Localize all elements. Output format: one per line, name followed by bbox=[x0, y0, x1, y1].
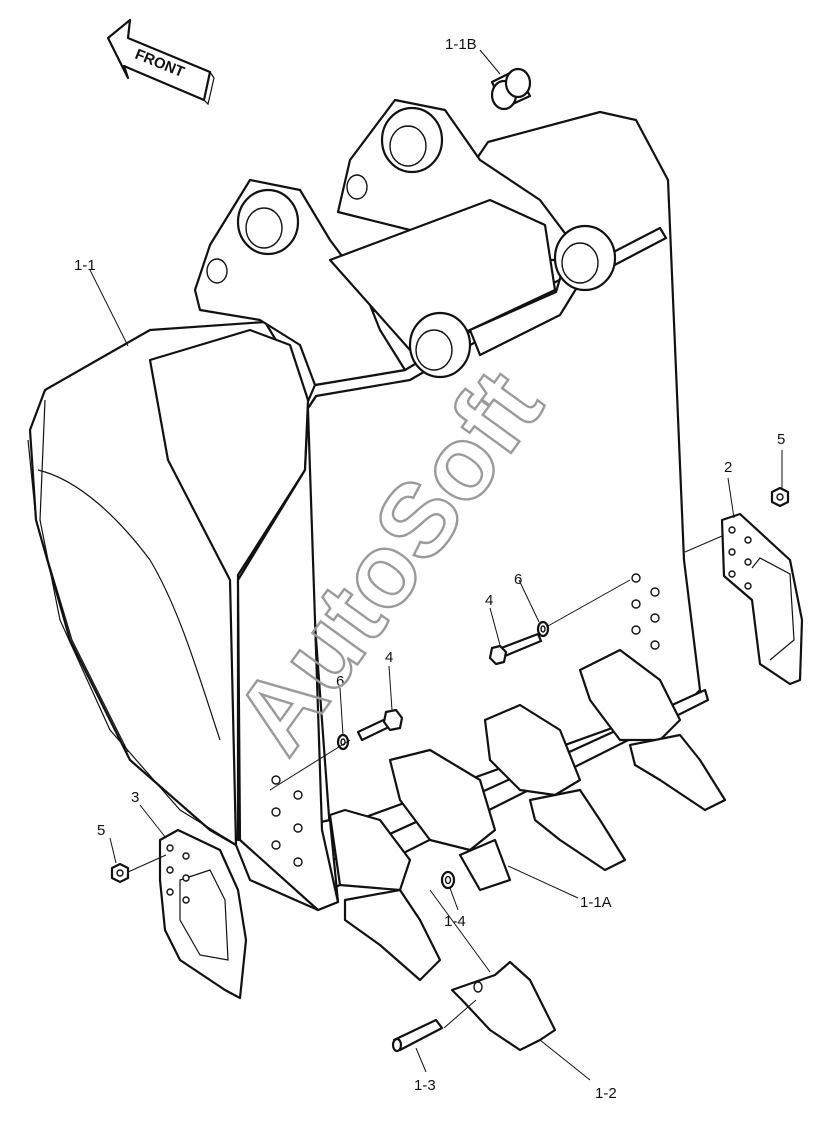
bucket-side-edge-strip bbox=[236, 408, 340, 912]
callout-1-1: 1-1 bbox=[74, 257, 96, 274]
bucket-body bbox=[27, 98, 710, 912]
tooth-tip-4 bbox=[628, 733, 727, 812]
callout-6-right: 6 bbox=[514, 571, 522, 588]
washer-6-right bbox=[536, 620, 550, 638]
bushing-1-1b bbox=[490, 67, 532, 111]
callout-4-right: 4 bbox=[485, 592, 493, 609]
callout-2: 2 bbox=[724, 459, 732, 476]
callout-1-4: 1-4 bbox=[444, 913, 466, 930]
exploded-tooth-1-2 bbox=[450, 960, 557, 1052]
callout-6-left: 6 bbox=[336, 673, 344, 690]
tooth-adapter-4 bbox=[578, 648, 682, 742]
nut-5-left bbox=[110, 862, 130, 884]
callout-1-3: 1-3 bbox=[414, 1077, 436, 1094]
nut-5-right bbox=[770, 486, 790, 508]
bucket-teeth bbox=[328, 648, 727, 982]
tooth-tip-2 bbox=[458, 838, 512, 892]
side-cutter-3 bbox=[158, 828, 248, 1000]
washer-1-4 bbox=[440, 870, 456, 890]
callout-3: 3 bbox=[131, 789, 139, 806]
pin-1-3 bbox=[391, 1018, 444, 1053]
bucket-inner-bracket bbox=[328, 198, 557, 352]
callout-labels: 1-1 1-1B 1-1A 1-2 1-3 1-4 2 3 4 4 5 5 6 … bbox=[74, 36, 785, 1102]
callout-5-right: 5 bbox=[777, 431, 785, 448]
right-side-plate-holes bbox=[631, 573, 660, 650]
tooth-adapter-2 bbox=[388, 748, 497, 852]
tooth-tip-3 bbox=[528, 788, 627, 872]
callout-1-1b: 1-1B bbox=[445, 36, 477, 53]
tooth-adapter-3 bbox=[483, 703, 582, 797]
callout-4-left: 4 bbox=[385, 649, 393, 666]
leader-lines bbox=[89, 49, 783, 1081]
bolt-4-left bbox=[356, 708, 404, 742]
tooth-tip-1 bbox=[343, 888, 442, 982]
bolt-4-right bbox=[488, 632, 543, 666]
left-side-plate-holes bbox=[271, 775, 303, 867]
callout-1-2: 1-2 bbox=[595, 1085, 617, 1102]
callout-5-left: 5 bbox=[97, 822, 105, 839]
callout-1-1a: 1-1A bbox=[580, 894, 612, 911]
front-direction-arrow: FRONT bbox=[106, 18, 215, 106]
tooth-adapter-1 bbox=[328, 808, 412, 892]
side-cutter-2 bbox=[720, 512, 804, 686]
